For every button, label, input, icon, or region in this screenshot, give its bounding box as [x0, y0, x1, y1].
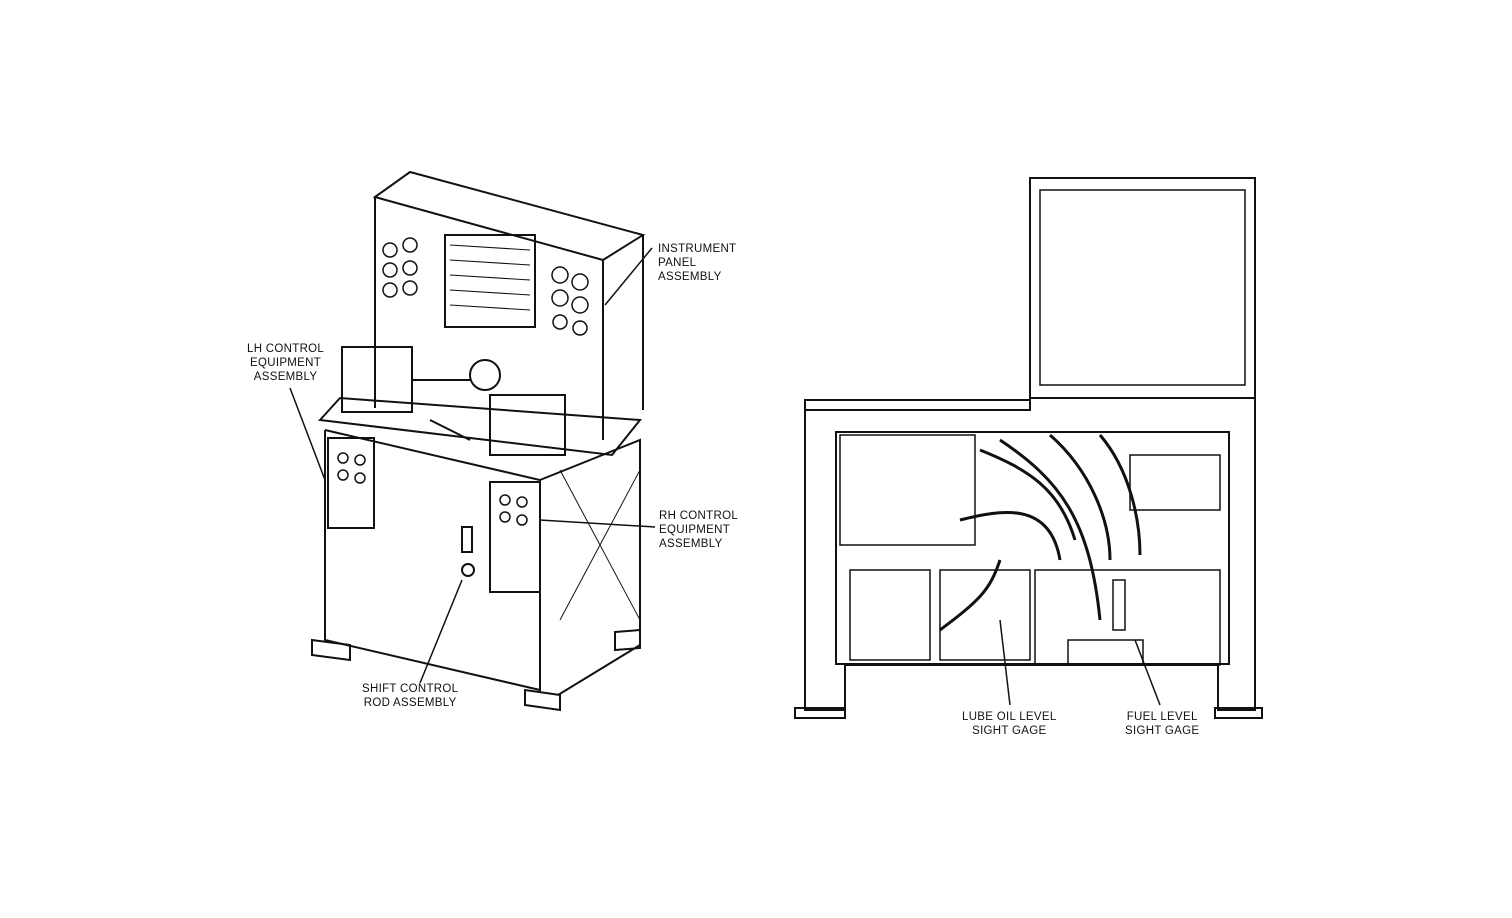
rh-control-label: RH CONTROL EQUIPMENT ASSEMBLY — [659, 510, 739, 550]
rh-panel — [489, 481, 541, 593]
fuel-level-label: FUEL LEVEL SIGHT GAGE — [1125, 711, 1200, 737]
fuel-tank — [1034, 569, 1221, 666]
rh-control-block — [489, 394, 566, 456]
lh-control-label: LH CONTROL EQUIPMENT ASSEMBLY — [247, 343, 325, 383]
instrument-panel-label: INSTRUMENT PANEL ASSEMBLY — [658, 243, 737, 283]
instrument-display-grid — [444, 234, 536, 328]
shift-control-label: SHIFT CONTROL ROD ASSEMBLY — [362, 683, 459, 709]
electrical-box — [839, 434, 976, 546]
lube-oil-label: LUBE OIL LEVEL SIGHT GAGE — [962, 711, 1057, 737]
gauges — [382, 237, 589, 336]
lube-oil-tank — [939, 569, 1031, 661]
leader-lines-left — [289, 247, 656, 684]
fuel-sight-gage — [1112, 579, 1126, 631]
test-stand-front-view — [311, 170, 646, 712]
test-stand-rear-view — [794, 177, 1263, 719]
leader-lines-right — [999, 619, 1161, 706]
lh-panel — [327, 437, 375, 529]
